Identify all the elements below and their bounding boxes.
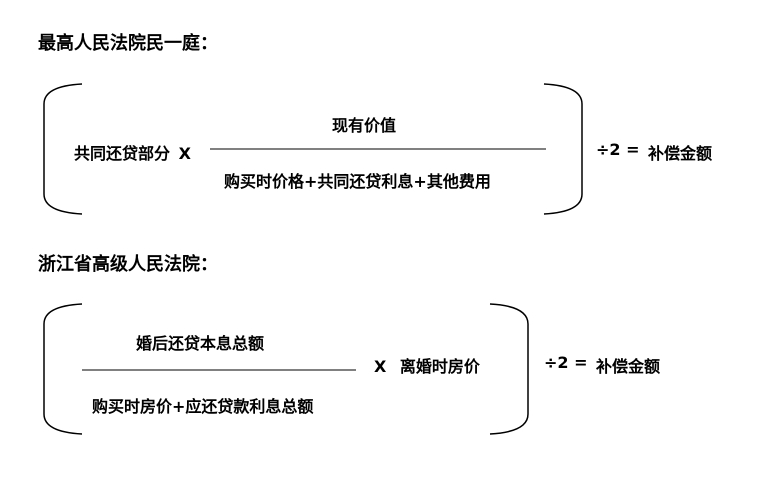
formula2-numerator: 婚后还贷本息总额 [136, 334, 265, 353]
formula1-result: 补偿金额 [648, 144, 713, 163]
formula2-times-sign: X [374, 357, 387, 376]
formula2-left-bracket [43, 303, 83, 435]
formula2-right-bracket [489, 303, 529, 435]
formula1-right-bracket [543, 83, 583, 215]
formula1-multiplicand: 共同还贷部分 X [74, 140, 191, 164]
formula1-left-bracket [43, 83, 83, 215]
formula1-multiplicand-label: 共同还贷部分 [74, 144, 171, 163]
formula1-times-sign: X [178, 144, 191, 163]
formula1-heading: 最高人民法院民一庭： [38, 33, 218, 54]
formula1-numerator: 现有价值 [332, 116, 397, 135]
formula1-divide-equals: ÷2 = [596, 140, 640, 159]
formula2-heading: 浙江省高级人民法院： [38, 254, 218, 275]
formula2-denominator: 购买时房价+应还贷款利息总额 [92, 397, 314, 416]
formula2-divide-equals: ÷2 = [544, 353, 588, 372]
formula2-multiplier: X 离婚时房价 [374, 353, 480, 377]
formula2-result: 补偿金额 [596, 357, 661, 376]
formula2-multiplicand-label: 离婚时房价 [399, 357, 480, 376]
formula1-denominator: 购买时价格+共同还贷利息+其他费用 [224, 172, 491, 191]
